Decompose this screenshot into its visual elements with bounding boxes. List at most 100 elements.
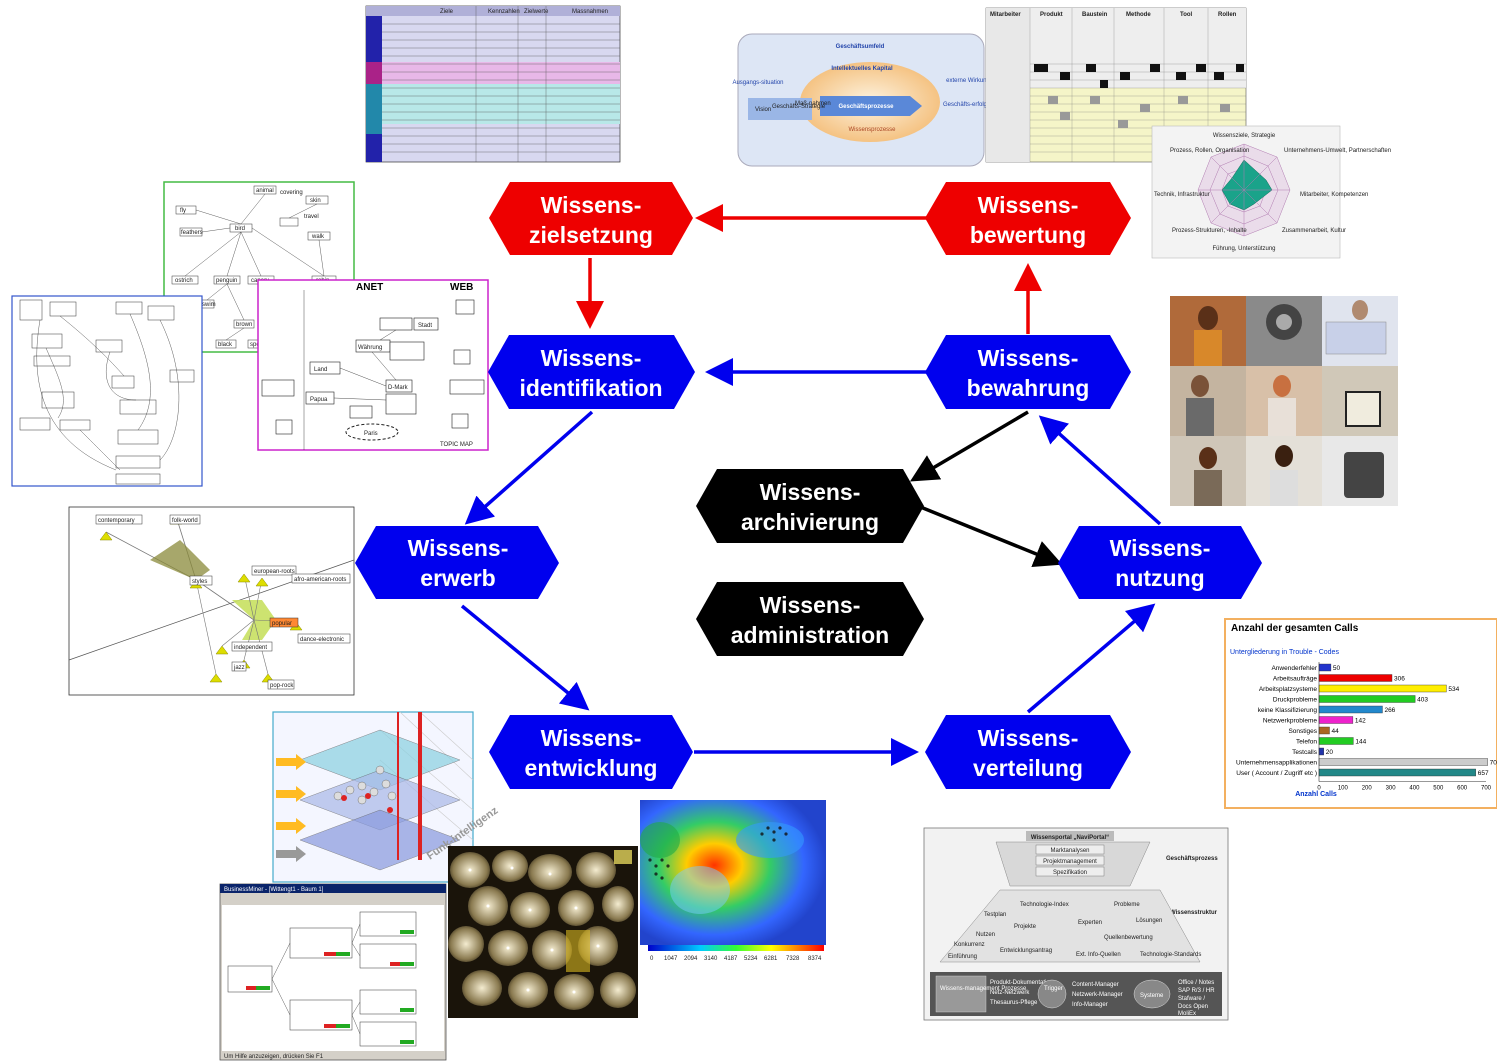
node-identifikation: Wissens- identifikation: [488, 335, 695, 409]
topicmap-stadt: Stadt: [418, 323, 432, 329]
heatmap-tick-5: 5234: [744, 956, 758, 962]
kapital-right-label1: externe Wirkung: [946, 78, 990, 84]
kapital-vision: Vision: [755, 107, 771, 113]
portal-nutzen: Nutzen: [976, 932, 995, 938]
portal-marktanalysen: Marktanalysen: [1050, 848, 1089, 854]
heatmap-tick-4: 4187: [724, 956, 738, 962]
node-erwerb-line2: erwerb: [420, 565, 495, 591]
goals-table-thumbnail: Ziele Kennzahlen Zielwerte Massnahmen: [365, 5, 621, 163]
decision-tree-window-thumbnail: BusinessMiner - [Wittengt1 - Baum 1] Um …: [219, 883, 447, 1061]
chart-title: Anzahl der gesamten Calls: [1231, 623, 1359, 634]
portal-bottom-item-0: Produkt-Dokumentation: [990, 980, 1053, 986]
radar-label-rollen: Prozess, Rollen, Organisation: [1170, 148, 1249, 154]
chart-category-label: keine Klassifizierung: [1258, 707, 1318, 714]
semnet-walk: walk: [311, 234, 325, 240]
kapital-massnahmen: Maß-nahmen: [795, 101, 831, 107]
chart-value-label: 44: [1331, 728, 1339, 735]
kapital-right-label2: Geschäfts-erfolg: [943, 102, 987, 108]
heatmap-tick-3: 3140: [704, 956, 718, 962]
portal-einfuehrung: Einführung: [948, 954, 977, 960]
semnet-animal: animal: [256, 188, 274, 194]
goals-table-header-massnahmen: Massnahmen: [572, 9, 608, 15]
concept-network-thumbnail: contemporary folk-world styles european-…: [68, 506, 355, 696]
portal-experten: Experten: [1078, 920, 1102, 926]
portal-ext-info-quellen: Ext. Info-Quellen: [1076, 952, 1121, 958]
semnet-covering: covering: [280, 190, 303, 196]
chart-value-label: 403: [1417, 697, 1428, 704]
node-verteilung-line2: verteilung: [973, 755, 1083, 781]
chart-value-label: 266: [1384, 707, 1395, 714]
matrix-group-rollen: Rollen: [1218, 12, 1237, 18]
chart-value-label: 534: [1448, 686, 1459, 693]
chart-value-label: 20: [1326, 749, 1334, 756]
node-bewertung-line2: bewertung: [970, 222, 1086, 248]
kapital-title: Geschäftsumfeld: [836, 44, 885, 50]
node-nutzung-line2: nutzung: [1115, 565, 1204, 591]
chart-x-tick: 300: [1386, 786, 1397, 792]
heatmap-ticks: 0 1047 2094 3140 4187 5234 6281 7328 837…: [650, 956, 822, 962]
semnet-brown: brown: [236, 322, 252, 328]
semnet-fly: fly: [180, 208, 186, 214]
portal-loesungen: Lösungen: [1136, 918, 1162, 924]
topicmap-papua: Papua: [310, 397, 328, 403]
knowledge-portal-thumbnail: Wissensportal „NaviPortal“ Marktanalysen…: [923, 827, 1229, 1021]
portal-bottom-item-9: SAP R/3 / HR: [1178, 988, 1215, 994]
node-erwerb: Wissens- erwerb: [355, 526, 559, 599]
node-verteilung-line1: Wissens-: [978, 725, 1079, 751]
matrix-corner: Mitarbeiter: [990, 12, 1021, 18]
heatmap-tick-7: 7328: [786, 956, 800, 962]
portal-wissensstruktur: Wissensstruktur: [1170, 910, 1218, 916]
arrow-verteilung-to-nutzung: [1026, 603, 1156, 714]
chart-x-tick: 500: [1433, 786, 1444, 792]
matrix-group-produkt: Produkt: [1040, 12, 1063, 18]
heatmap-thumbnail: 0 1047 2094 3140 4187 5234 6281 7328 837…: [640, 800, 826, 962]
chart-bar: [1318, 716, 1354, 724]
semnet-bird: bird: [235, 226, 245, 232]
portal-bottom-item-4: Content-Manager: [1072, 982, 1119, 988]
matrix-group-methode: Methode: [1126, 12, 1151, 18]
chart-value-label: 144: [1355, 739, 1366, 746]
chart-category-label: User ( Account / Zugriff etc ): [1236, 770, 1317, 777]
chart-category-label: Anwenderfehler: [1271, 665, 1317, 672]
radar-label-mitarbeiter: Mitarbeiter, Kompetenzen: [1300, 192, 1368, 198]
portal-bottom-item-6: Info-Manager: [1072, 1002, 1108, 1008]
topicmap-right-title: WEB: [450, 282, 473, 293]
node-archivierung-line1: Wissens-: [760, 479, 861, 505]
portal-technologie-standards: Technologie-Standards: [1140, 952, 1201, 958]
portal-bottom-item-7: Systeme: [1140, 993, 1164, 999]
node-administration-line1: Wissens-: [760, 592, 861, 618]
arrow-nutzung-to-bewahrung: [1038, 415, 1162, 526]
heatmap-tick-0: 0: [650, 956, 654, 962]
topicmap-left-title: ANET: [356, 282, 383, 293]
node-zielsetzung-line2: zielsetzung: [529, 222, 653, 248]
portal-bottom-item-12: MoliEx: [1178, 1011, 1196, 1017]
semnet-ostrich: ostrich: [175, 278, 193, 284]
chart-x-tick: 200: [1362, 786, 1373, 792]
node-bewahrung-line2: bewahrung: [967, 375, 1090, 401]
portal-projektmanagement: Projektmanagement: [1043, 859, 1097, 865]
semnet-travel: travel: [304, 214, 319, 220]
concept-dance-electronic: dance-electronic: [300, 637, 344, 643]
chart-category-label: Sonstiges: [1288, 728, 1317, 735]
concept-contemporary: contemporary: [98, 518, 135, 524]
matrix-group-tool: Tool: [1180, 12, 1193, 18]
portal-spezifikation: Spezifikation: [1053, 870, 1087, 876]
portal-projekte: Projekte: [1014, 924, 1037, 930]
radar-label-umwelt: Unternehmens-Umwelt, Partnerschaften: [1284, 148, 1391, 154]
photo-grid-thumbnail: [1170, 296, 1398, 506]
semnet-swim: swim: [202, 302, 216, 308]
chart-value-label: 50: [1333, 665, 1341, 672]
portal-title: Wissensportal „NaviPortal“: [1031, 835, 1109, 841]
chart-category-label: Telefon: [1296, 739, 1317, 746]
goals-table-header-ziele: Ziele: [440, 9, 454, 15]
topicmap-paris: Paris: [364, 431, 378, 437]
topicmap-land: Land: [314, 367, 327, 373]
chart-category-label: Testcalls: [1292, 749, 1318, 756]
portal-testplan: Testplan: [984, 912, 1006, 918]
node-identifikation-line1: Wissens-: [541, 345, 642, 371]
chart-category-label: Netzwerkprobleme: [1263, 718, 1318, 725]
concept-jazz: jazz: [233, 665, 245, 671]
chart-value-label: 707: [1490, 760, 1497, 767]
radar-label-technik: Technik, Infrastruktur: [1154, 192, 1210, 198]
